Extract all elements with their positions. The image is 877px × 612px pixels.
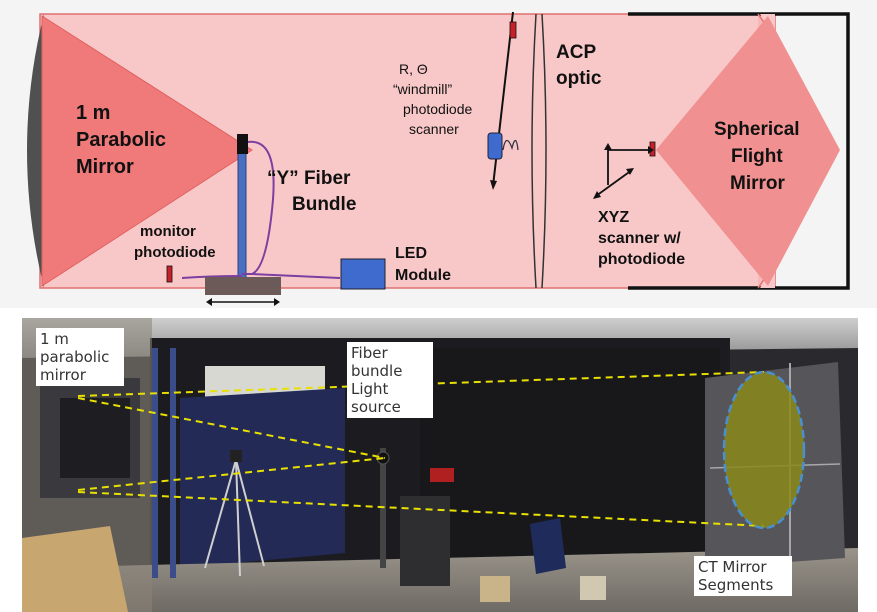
fiber-head bbox=[237, 134, 248, 154]
xyz-arrow-z-b bbox=[626, 168, 634, 175]
box-1 bbox=[480, 576, 510, 602]
windmill-arrow-down bbox=[490, 180, 497, 190]
acp-optic-lens-right bbox=[541, 13, 547, 289]
windmill-motor bbox=[487, 132, 503, 160]
lab-photo: 1 m parabolic mirror Fiber bundle Light … bbox=[0, 318, 877, 612]
windmill-photodiode bbox=[509, 21, 517, 39]
frame-post-left bbox=[152, 348, 158, 578]
ct-mirror-ellipse bbox=[722, 370, 806, 530]
spherical-mirror-cone bbox=[656, 16, 840, 286]
parabolic-mirror-cone bbox=[41, 15, 253, 287]
fiber-to-led bbox=[242, 273, 341, 279]
stage-arrow-right bbox=[274, 298, 280, 306]
wooden-crate bbox=[22, 526, 128, 612]
box-2 bbox=[580, 576, 606, 600]
fiber-post bbox=[237, 149, 247, 279]
fiber-to-monitor bbox=[181, 275, 243, 279]
lab-photo-svg bbox=[22, 318, 858, 612]
label-spherical-mirror: Spherical Flight Mirror bbox=[714, 119, 805, 194]
photo-label-ct-segments: CT Mirror Segments bbox=[694, 556, 792, 596]
label-acp-optic: ACP optic bbox=[556, 42, 602, 89]
curtain-right bbox=[420, 348, 720, 558]
frame-post-right bbox=[170, 348, 176, 578]
windmill-rotation-icon bbox=[502, 139, 519, 151]
xyz-arrow-z-a bbox=[593, 191, 601, 199]
xyz-axis-z bbox=[595, 169, 633, 197]
tank-end-frame bbox=[628, 12, 850, 290]
label-fiber-bundle: “Y” Fiber Bundle bbox=[267, 168, 356, 215]
monitor-photodiode-marker bbox=[166, 265, 173, 283]
blue-curtain bbox=[180, 388, 345, 568]
label-parabolic-mirror: 1 m Parabolic Mirror bbox=[76, 102, 172, 178]
xyz-arrow-x bbox=[648, 146, 654, 154]
tripod-head bbox=[230, 450, 242, 462]
stage-arrow-left bbox=[206, 298, 212, 306]
office-chair bbox=[530, 518, 566, 574]
schematic-svg: 1 m Parabolic Mirror “Y” Fiber Bundle R,… bbox=[0, 0, 877, 308]
label-monitor-photodiode: monitor photodiode bbox=[134, 223, 216, 261]
parabolic-mirror-surface bbox=[27, 14, 44, 288]
beam-line-source-upper bbox=[77, 397, 386, 459]
tripod-leg-1 bbox=[204, 459, 237, 569]
beam-line-bottom bbox=[77, 491, 765, 527]
label-windmill-scanner: R, Θ “windmill” photodiode scanner bbox=[393, 61, 476, 137]
tripod-leg-3 bbox=[235, 459, 241, 577]
label-xyz-scanner: XYZ scanner w/ photodiode bbox=[598, 209, 685, 268]
translation-stage bbox=[205, 277, 281, 295]
beam-line-top bbox=[77, 371, 765, 397]
tripod-leg-2 bbox=[235, 459, 265, 567]
led-module-box bbox=[340, 258, 386, 290]
xyz-arrow-y bbox=[604, 143, 612, 150]
parabolic-mirror-face bbox=[60, 398, 130, 478]
photo-label-fiber-source: Fiber bundle Light source bbox=[347, 342, 433, 418]
photo-label-parabolic-mirror: 1 m parabolic mirror bbox=[36, 328, 124, 386]
label-led-module: LED Module bbox=[395, 245, 451, 284]
beam-line-source-lower bbox=[77, 457, 386, 491]
acp-optic-lens-left bbox=[531, 13, 537, 289]
schematic-diagram: 1 m Parabolic Mirror “Y” Fiber Bundle R,… bbox=[0, 0, 877, 308]
fiber-branch-upper bbox=[247, 140, 275, 275]
led-box-photo bbox=[430, 468, 454, 482]
